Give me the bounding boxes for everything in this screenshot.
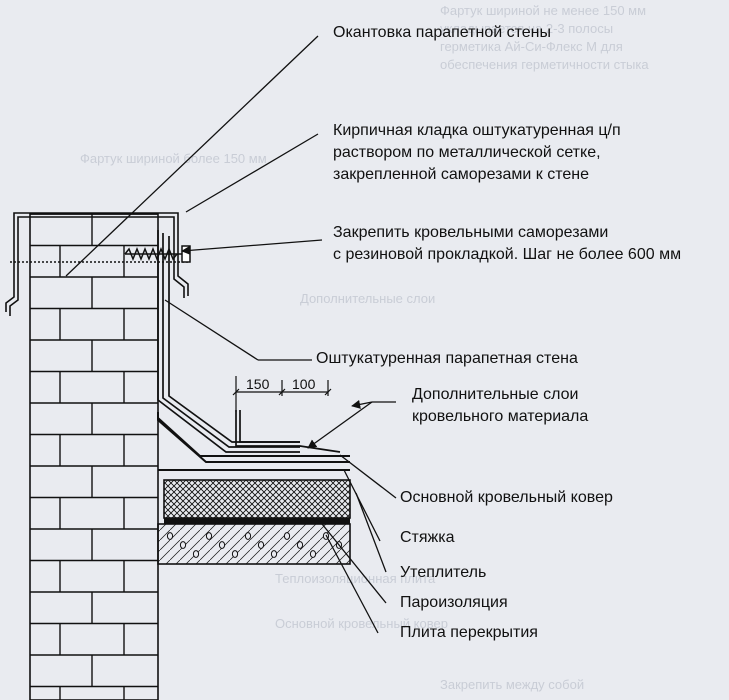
label-brickwork-3: закрепленной саморезами к стене <box>333 166 589 183</box>
aggregate-pebble <box>192 550 200 558</box>
ghost-text: Фартук шириной не менее 150 мм <box>440 3 647 18</box>
ghost-text: Фартук шириной более 150 мм <box>80 151 267 166</box>
label-brickwork-2: раствором по металлической сетке, <box>333 144 601 161</box>
aggregate-pebble <box>283 532 291 540</box>
label-insulation: Утеплитель <box>400 564 487 581</box>
brick-parapet <box>29 213 159 700</box>
ghost-text: Закрепить между собой <box>440 677 585 692</box>
aggregate-pebble <box>166 532 174 540</box>
extra-roofing-layers <box>235 410 341 453</box>
slab-layer <box>157 523 351 565</box>
aggregate-pebble <box>179 541 187 549</box>
brick-courses <box>30 213 158 700</box>
ghost-text: укладывается на 2-3 полосы <box>440 21 614 36</box>
label-brickwork-1: Кирпичная кладка оштукатуренная ц/п <box>333 122 621 139</box>
ghost-text: Теплоизоляционная плита <box>275 571 436 586</box>
label-screed: Стяжка <box>400 529 455 546</box>
aggregate-pebble <box>257 541 265 549</box>
aggregate-pebble <box>244 532 252 540</box>
label-extra-layers-1: Дополнительные слои <box>412 386 579 403</box>
label-main-carpet: Основной кровельный ковер <box>400 489 613 506</box>
label-vapor-barrier: Пароизоляция <box>400 594 508 611</box>
aggregate-pebble <box>309 550 317 558</box>
dimension-100: 100 <box>292 376 316 392</box>
aggregate-pebble <box>231 550 239 558</box>
label-edge-trim: Окантовка парапетной стены <box>333 24 551 41</box>
dimension-lines <box>232 376 332 412</box>
label-fix-2: с резиновой прокладкой. Шаг не более 600… <box>333 246 682 263</box>
insulation-layer <box>163 479 351 519</box>
aggregate-pebble <box>205 532 213 540</box>
ghost-text: герметика Ай-Си-Флекс М для <box>440 39 623 54</box>
ghost-text: обеспечения герметичности стыка <box>440 57 649 72</box>
ghost-text: Дополнительные слои <box>300 291 436 306</box>
edge-trim <box>5 212 189 316</box>
aggregate-pebble <box>218 541 226 549</box>
aggregate-pebble <box>270 550 278 558</box>
main-roof-carpet <box>157 412 350 463</box>
aggregate-pebble <box>296 541 304 549</box>
vapor-barrier-layer <box>164 518 350 524</box>
leader-lines <box>65 35 397 634</box>
dimension-150: 150 <box>246 376 270 392</box>
label-fix-1: Закрепить кровельными саморезами <box>333 224 609 241</box>
ghost-text: Основной кровельный ковер <box>275 616 448 631</box>
label-extra-layers-2: кровельного материала <box>412 408 589 425</box>
label-slab: Плита перекрытия <box>400 624 538 641</box>
label-plastered-wall: Оштукатуренная парапетная стена <box>316 350 578 367</box>
